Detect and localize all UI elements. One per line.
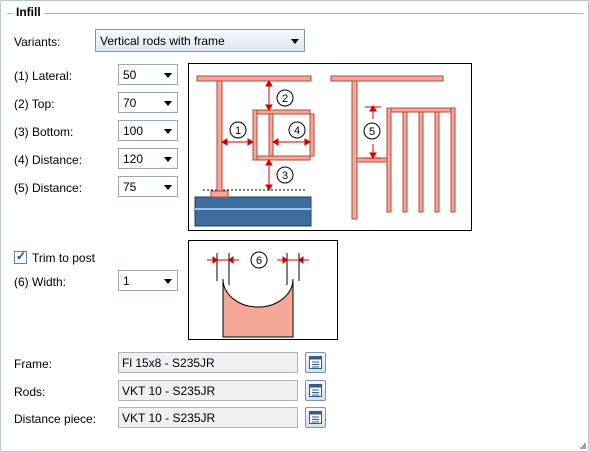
infill-diagram-svg: 2 1 4 3 5 (194, 75, 456, 227)
frame-label: Frame: (14, 357, 53, 371)
bottom-value: 100 (123, 124, 144, 138)
distance-piece-value: VKT 10 - S235JR (122, 411, 216, 425)
side-frame-top (386, 107, 452, 113)
variants-value: Vertical rods with frame (100, 34, 225, 48)
variants-label: Variants: (14, 35, 61, 49)
frame-value: Fl 15x8 - S235JR (122, 356, 215, 370)
frame-catalog-button[interactable] (305, 352, 326, 373)
frame-field[interactable]: Fl 15x8 - S235JR (118, 352, 298, 373)
distance-piece-catalog-button[interactable] (305, 407, 326, 428)
trim-diagram-svg: 6 (207, 251, 309, 338)
distance4-combo[interactable]: 120 (118, 148, 178, 169)
side-handrail (330, 75, 444, 82)
marker-6: 6 (256, 255, 262, 267)
post-foot (210, 190, 229, 198)
lateral-value: 50 (123, 68, 137, 82)
frame-left (252, 109, 258, 161)
distance-piece-field[interactable]: VKT 10 - S235JR (118, 407, 298, 428)
marker-5: 5 (369, 126, 375, 138)
width-label: (6) Width: (14, 275, 67, 289)
side-rod (418, 111, 424, 213)
distance4-label: (4) Distance: (14, 153, 83, 167)
side-rod (450, 107, 456, 213)
bottom-combo[interactable]: 100 (118, 120, 178, 141)
catalog-icon (309, 356, 322, 369)
lateral-combo[interactable]: 50 (118, 64, 178, 85)
distance5-label: (5) Distance: (14, 181, 83, 195)
rods-value: VKT 10 - S235JR (122, 384, 216, 398)
handrail (196, 75, 312, 82)
width-combo[interactable]: 1 (118, 270, 178, 291)
top-value: 70 (123, 96, 137, 110)
chevron-down-icon (164, 185, 172, 190)
rod (268, 113, 274, 157)
group-divider (7, 13, 583, 14)
trim-diagram: 6 (188, 240, 338, 340)
chevron-down-icon (291, 39, 299, 44)
trim-dimension (207, 256, 309, 264)
marker-4: 4 (294, 125, 300, 137)
chevron-down-icon (164, 73, 172, 78)
chevron-down-icon (164, 157, 172, 162)
top-label: (2) Top: (14, 97, 55, 111)
marker-2: 2 (282, 93, 288, 105)
dimension-lines (221, 80, 311, 191)
resize-grip-icon[interactable] (580, 443, 586, 449)
side-dimension (365, 105, 381, 159)
bottom-label: (3) Bottom: (14, 125, 74, 139)
marker-6-circle (250, 251, 268, 269)
catalog-icon (309, 411, 322, 424)
catalog-icon (309, 384, 322, 397)
post (216, 79, 223, 193)
side-rod (386, 107, 392, 213)
marker-3: 3 (282, 170, 288, 182)
side-distance-piece (356, 157, 388, 163)
chevron-down-icon (164, 279, 172, 284)
rods-label: Rods: (14, 385, 46, 399)
infill-diagram: 2 1 4 3 5 (188, 63, 472, 231)
trimmed-rod-shape (222, 278, 294, 338)
trim-to-post-checkbox[interactable] (14, 249, 27, 264)
frame-bottom (252, 155, 311, 161)
lateral-label: (1) Lateral: (14, 69, 73, 83)
distance5-value: 75 (123, 180, 137, 194)
distance-piece-label: Distance piece: (14, 412, 97, 426)
group-title: Infill (13, 5, 44, 19)
side-post (351, 80, 358, 220)
chevron-down-icon (164, 129, 172, 134)
dimension-markers: 2 1 4 3 5 (229, 89, 381, 184)
side-rod (402, 111, 408, 213)
side-rod (434, 111, 440, 213)
top-combo[interactable]: 70 (118, 92, 178, 113)
marker-1: 1 (235, 125, 241, 137)
rods-catalog-button[interactable] (305, 380, 326, 401)
distance5-combo[interactable]: 75 (118, 176, 178, 197)
rod (309, 113, 315, 157)
base-slab (194, 196, 312, 227)
distance4-value: 120 (123, 152, 144, 166)
rods-field[interactable]: VKT 10 - S235JR (118, 380, 298, 401)
chevron-down-icon (164, 101, 172, 106)
trim-to-post-label: Trim to post (32, 251, 95, 265)
frame-top (252, 109, 311, 115)
variants-dropdown[interactable]: Vertical rods with frame (95, 29, 305, 52)
width-value: 1 (123, 274, 130, 288)
